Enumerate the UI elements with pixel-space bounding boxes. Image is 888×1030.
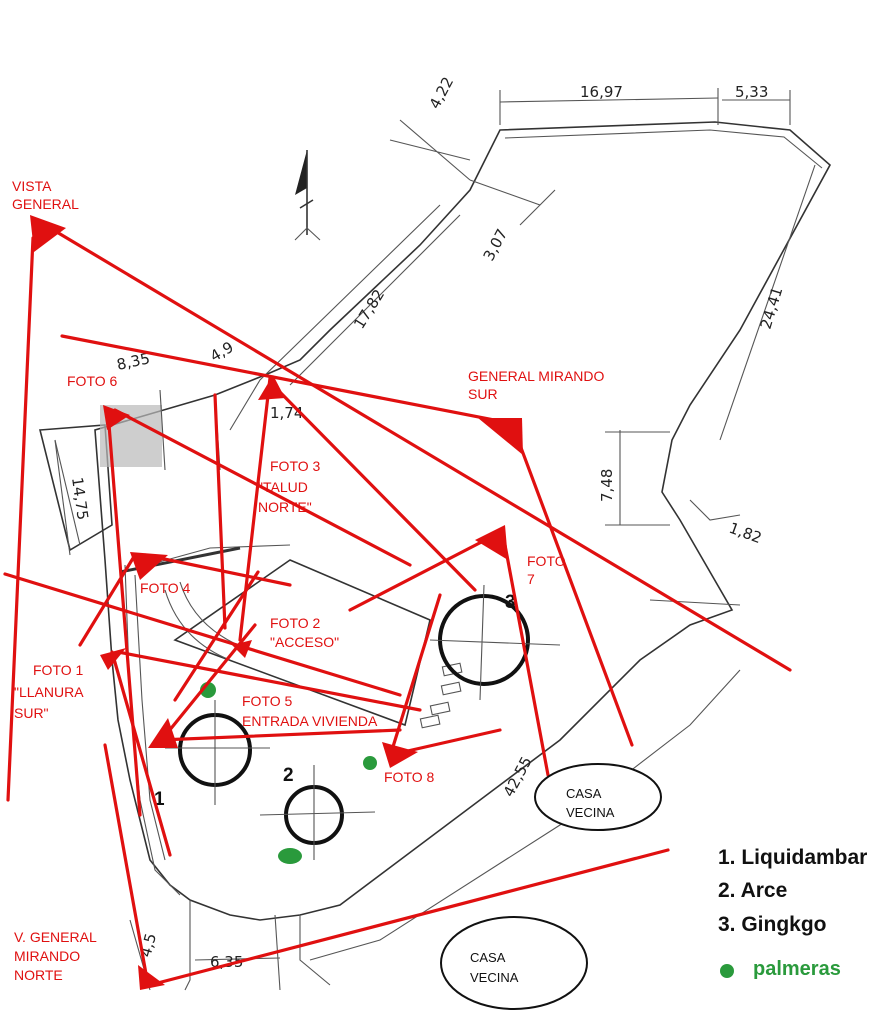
label-foto1-1: FOTO 1	[33, 662, 84, 678]
tree-1-symbol	[165, 700, 270, 805]
label-v-general-norte-3: NORTE	[14, 967, 63, 983]
label-foto2-2: "ACCESO"	[270, 634, 339, 650]
tree-number-2: 2	[283, 765, 294, 786]
legend: 1. Liquidambar 2. Arce 3. Gingkgo palmer…	[718, 846, 867, 980]
palm-marker	[363, 756, 377, 770]
foto1-camera-icon	[100, 648, 126, 670]
label-general-sur-1: GENERAL MIRANDO	[468, 368, 605, 384]
dim-17-82: 17,82	[350, 286, 388, 332]
dimension-texts: 4,22 16,97 5,33 3,07 17,82 24,41 8,35 4,…	[68, 74, 786, 971]
label-foto4: FOTO 4	[140, 580, 191, 596]
tree-number-1: 1	[154, 789, 165, 810]
dim-14-75: 14,75	[68, 476, 92, 521]
dim-4-9x: 4,9	[207, 338, 237, 366]
dim-42-55: 42,55	[500, 754, 536, 800]
label-foto3-1: FOTO 3	[270, 458, 321, 474]
neighbor-house-1-line2: VECINA	[566, 805, 615, 820]
foto7-camera-icon	[475, 525, 508, 560]
neighbor-house-1: CASA VECINA	[534, 763, 662, 831]
label-vista-general-2: GENERAL	[12, 196, 79, 212]
tree-3-symbol	[429, 584, 561, 701]
legend-palm-label: palmeras	[753, 958, 841, 980]
neighbor-house-1-line1: CASA	[566, 786, 602, 801]
label-foto2-1: FOTO 2	[270, 615, 321, 631]
general-sur-camera-icon	[478, 418, 523, 455]
palm-marker	[278, 848, 302, 864]
legend-item-1: 1. Liquidambar	[718, 846, 867, 869]
label-foto7-1: FOTO	[527, 553, 566, 569]
legend-item-3: 3. Gingkgo	[718, 913, 827, 936]
dim-3-07: 3,07	[480, 226, 512, 264]
dimension-lines	[54, 88, 816, 991]
label-foto3-2: "TALUD	[258, 479, 308, 495]
label-foto6: FOTO 6	[67, 373, 118, 389]
label-v-general-norte-1: V. GENERAL	[14, 929, 97, 945]
foto6-camera-icon	[103, 405, 130, 430]
foto3-camera-icon	[258, 375, 285, 400]
tree-number-3: 3	[505, 592, 516, 613]
label-foto8: FOTO 8	[384, 769, 435, 785]
legend-item-2: 2. Arce	[718, 879, 787, 902]
left-structure	[38, 389, 221, 552]
foto2-camera-icon	[232, 640, 252, 658]
tree-2-symbol	[259, 765, 376, 860]
vista-general-camera-icon	[30, 215, 66, 252]
dim-5-33: 5,33	[735, 83, 768, 101]
neighbor-house-2-line1: CASA	[470, 950, 506, 965]
photo-view-lines	[3, 215, 792, 990]
label-foto7-2: 7	[527, 571, 535, 587]
label-foto5-2: ENTRADA VIVIENDA	[242, 713, 378, 729]
label-general-sur-2: SUR	[468, 386, 498, 402]
v-general-norte-camera-icon	[138, 965, 165, 990]
palm-legend-icon	[720, 964, 734, 978]
neighbor-house-2-line2: VECINA	[470, 970, 519, 985]
dim-7-48: 7,48	[598, 469, 616, 502]
dim-4-22: 4,22	[426, 74, 458, 112]
foto4-camera-icon	[130, 552, 168, 580]
label-foto1-2: "LLANURA	[14, 684, 84, 700]
house-footprint	[119, 544, 431, 727]
steps	[419, 662, 463, 729]
north-arrow-icon	[294, 150, 321, 241]
label-foto3-3: NORTE"	[258, 499, 312, 515]
dim-16-97: 16,97	[580, 83, 623, 101]
label-foto1-3: SUR"	[14, 705, 49, 721]
foto8-camera-icon	[382, 742, 418, 768]
dim-1-82: 1,82	[727, 519, 765, 547]
photo-labels: VISTA GENERAL FOTO 6 GENERAL MIRANDO SUR…	[12, 178, 605, 983]
label-v-general-norte-2: MIRANDO	[14, 948, 80, 964]
label-vista-general-1: VISTA	[12, 178, 52, 194]
label-foto5-1: FOTO 5	[242, 693, 293, 709]
neighbor-house-2: CASA VECINA	[440, 916, 588, 1010]
foto5-camera-icon	[148, 718, 178, 748]
